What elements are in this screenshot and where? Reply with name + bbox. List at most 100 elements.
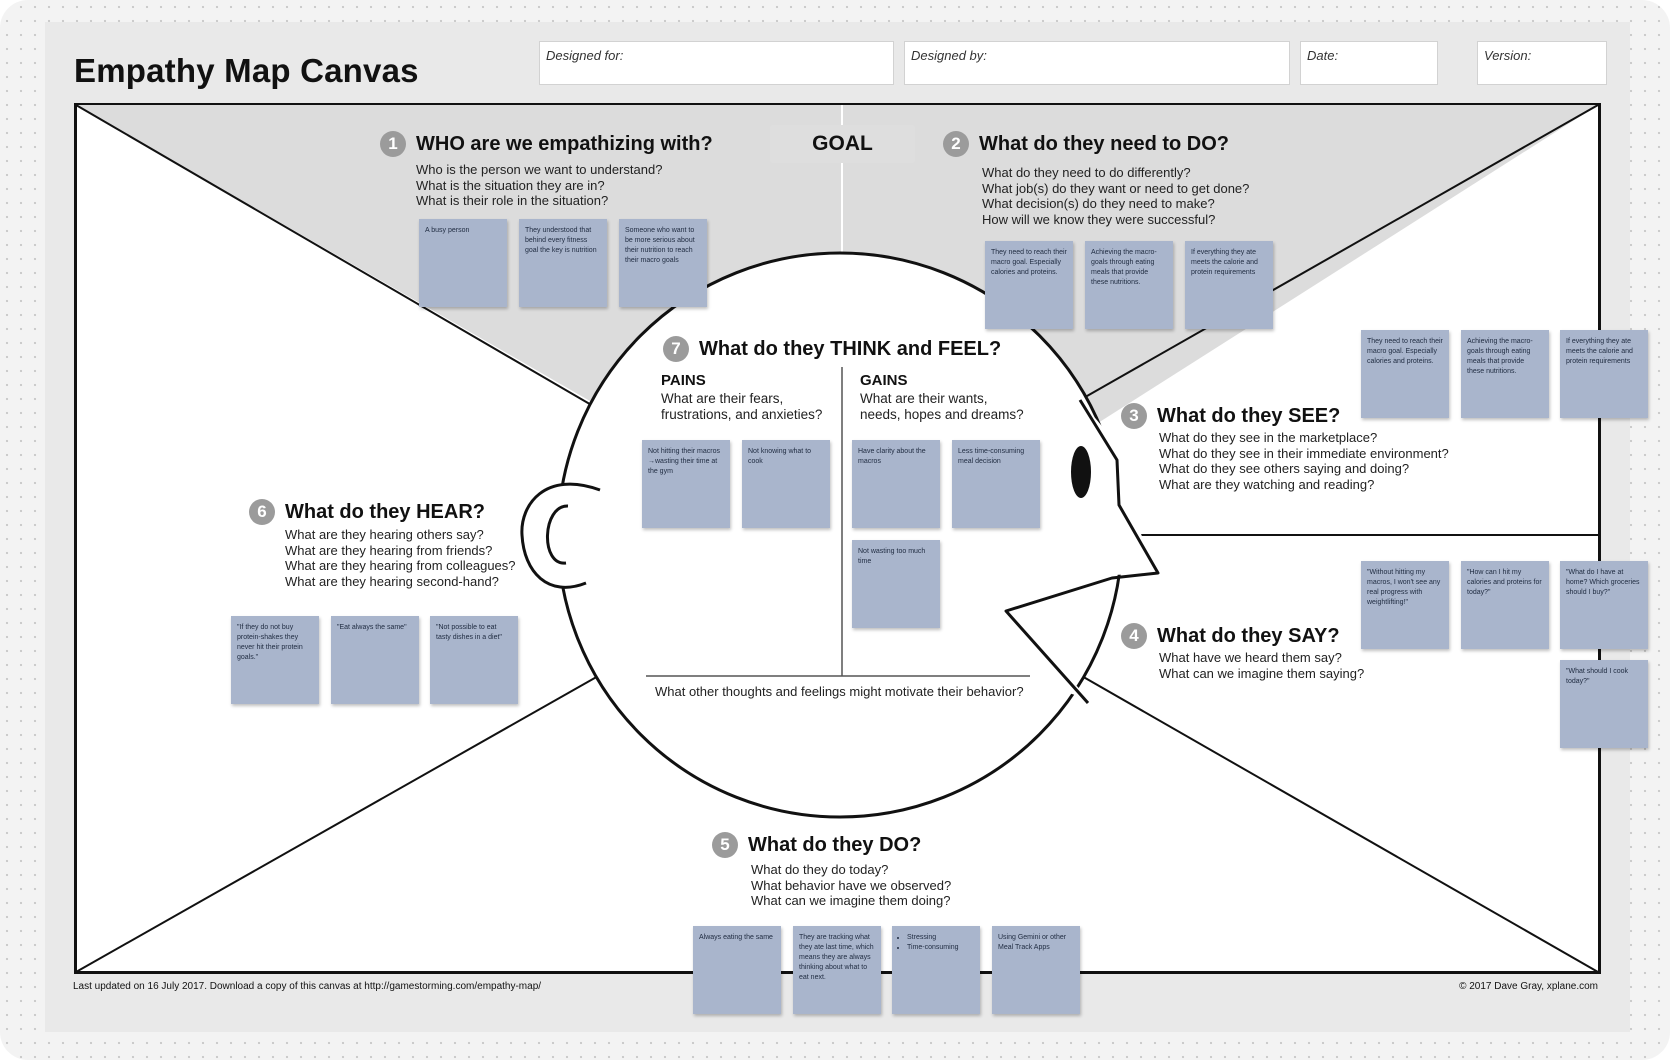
diag-bottom-right <box>1079 674 1599 973</box>
question: How will we know they were successful? <box>982 211 1216 227</box>
date-field[interactable]: Date: <box>1300 41 1438 85</box>
sticky-note[interactable]: Not knowing what to cook <box>742 440 830 528</box>
section-number-badge: 5 <box>712 832 738 858</box>
question: What decision(s) do they need to make? <box>982 196 1215 212</box>
eye <box>1071 446 1091 498</box>
section-do-need-heading: 2 What do they need to DO? <box>943 131 1229 157</box>
question: frustrations, and anxieties? <box>661 406 823 422</box>
sticky-note[interactable]: "If they do not buy protein-shakes they … <box>231 616 319 704</box>
section-number-badge: 2 <box>943 131 969 157</box>
question: What is the situation they are in? <box>416 177 605 193</box>
section-say-heading: 4 What do they SAY? <box>1121 623 1340 649</box>
gains-questions: What are their wants, needs, hopes and d… <box>860 391 1024 422</box>
question: What have we heard them say? <box>1159 650 1342 665</box>
section-hear-questions: What are they hearing others say? What a… <box>285 527 516 589</box>
section-say-title: What do they SAY? <box>1157 624 1340 647</box>
sticky-note[interactable]: Achieving the macro-goals through eating… <box>1461 330 1549 418</box>
section-do-need-questions: What do they need to do differently? Wha… <box>982 165 1249 227</box>
question: What can we imagine them doing? <box>751 893 951 909</box>
sticky-note[interactable]: "Without hitting my macros, I won't see … <box>1361 561 1449 649</box>
section-say-questions: What have we heard them say? What can we… <box>1159 650 1364 681</box>
diag-bottom-left <box>75 674 601 973</box>
question: What can we imagine them saying? <box>1159 665 1365 681</box>
section-number-badge: 7 <box>663 336 689 362</box>
question: Who is the person we want to understand? <box>416 162 663 177</box>
section-think-heading: 7 What do they THINK and FEEL? <box>663 336 1001 362</box>
sticky-note[interactable]: They need to reach their macro goal. Esp… <box>1361 330 1449 418</box>
question: What do they need to do differently? <box>982 165 1191 180</box>
face-profile <box>1004 399 1160 704</box>
question: What do they see in the marketplace? <box>1159 430 1378 445</box>
sticky-note[interactable]: A busy person <box>419 219 507 307</box>
sticky-note[interactable]: Someone who want to be more serious abou… <box>619 219 707 307</box>
designed-by-field[interactable]: Designed by: <box>904 41 1290 85</box>
designed-for-field[interactable]: Designed for: <box>539 41 894 85</box>
sticky-note[interactable]: Have clarity about the macros <box>852 440 940 528</box>
question: What do they see in their immediate envi… <box>1159 445 1449 461</box>
sticky-note[interactable]: "What should I cook today?" <box>1560 660 1648 748</box>
section-see-heading: 3 What do they SEE? <box>1121 403 1340 429</box>
sticky-note[interactable]: "How can I hit my calories and proteins … <box>1461 561 1549 649</box>
question: What are they watching and reading? <box>1159 476 1375 492</box>
ear <box>520 482 601 589</box>
goal-label: GOAL <box>770 125 915 163</box>
question: What are their fears, <box>661 391 784 406</box>
designed-by-label: Designed by: <box>911 48 987 63</box>
footer-left: Last updated on 16 July 2017. Download a… <box>73 981 542 992</box>
sticky-note[interactable]: "Not possible to eat tasty dishes in a d… <box>430 616 518 704</box>
section-think-title: What do they THINK and FEEL? <box>699 337 1002 360</box>
question: What do they do today? <box>751 862 889 877</box>
sticky-note[interactable]: They understood that behind every fitnes… <box>519 219 607 307</box>
sticky-note[interactable]: Achieving the macro-goals through eating… <box>1085 241 1173 329</box>
section-do-heading: 5 What do they DO? <box>712 832 921 858</box>
note-bullet-list: Stressing Time-consuming <box>898 933 974 953</box>
pains-questions: What are their fears, frustrations, and … <box>661 391 822 422</box>
section-see-title: What do they SEE? <box>1157 404 1341 427</box>
question: What are they hearing from friends? <box>285 542 493 558</box>
date-label: Date: <box>1307 48 1339 63</box>
question: What behavior have we observed? <box>751 877 952 893</box>
sticky-note[interactable]: Not hitting their macros →wasting their … <box>642 440 730 528</box>
section-number-badge: 4 <box>1121 623 1147 649</box>
section-who-title: WHO are we empathizing with? <box>416 132 713 155</box>
section-do-title: What do they DO? <box>748 833 922 856</box>
version-field[interactable]: Version: <box>1477 41 1607 85</box>
question: What are their wants, <box>860 391 988 406</box>
section-number-badge: 3 <box>1121 403 1147 429</box>
sticky-note[interactable]: Using Gemini or other Meal Track Apps <box>992 926 1080 1014</box>
question: What are they hearing second-hand? <box>285 573 499 589</box>
note-bullet: Time-consuming <box>907 943 974 953</box>
footer-right: © 2017 Dave Gray, xplane.com <box>1459 981 1598 992</box>
sticky-note[interactable]: Less time-consuming meal decision <box>952 440 1040 528</box>
sticky-note[interactable]: If everything they ate meets the calorie… <box>1560 330 1648 418</box>
sticky-note[interactable]: They need to reach their macro goal. Esp… <box>985 241 1073 329</box>
diag-top-left <box>75 104 601 411</box>
section-hear-heading: 6 What do they HEAR? <box>249 499 485 525</box>
section-who-heading: 1 WHO are we empathizing with? <box>380 131 713 157</box>
note-bullet: Stressing <box>907 933 974 943</box>
question: What are they hearing from colleagues? <box>285 558 516 574</box>
section-who-questions: Who is the person we want to understand?… <box>416 162 662 209</box>
sticky-note[interactable]: "What do I have at home? Which groceries… <box>1560 561 1648 649</box>
question: What are they hearing others say? <box>285 527 484 542</box>
section-number-badge: 6 <box>249 499 275 525</box>
question: needs, hopes and dreams? <box>860 406 1024 422</box>
section-hear-title: What do they HEAR? <box>285 500 485 523</box>
gains-title: GAINS <box>860 372 908 389</box>
sticky-note[interactable]: Always eating the same <box>693 926 781 1014</box>
pains-title: PAINS <box>661 372 706 389</box>
designed-for-label: Designed for: <box>546 48 624 63</box>
sticky-note[interactable]: Stressing Time-consuming <box>892 926 980 1014</box>
version-label: Version: <box>1484 48 1532 63</box>
question: What do they see others saying and doing… <box>1159 461 1410 477</box>
sticky-note[interactable]: If everything they ate meets the calorie… <box>1185 241 1273 329</box>
page-title: Empathy Map Canvas <box>74 52 419 89</box>
diag-top-right <box>1079 104 1599 401</box>
sticky-note[interactable]: They are tracking what they ate last tim… <box>793 926 881 1014</box>
sticky-note[interactable]: "Eat always the same" <box>331 616 419 704</box>
section-number-badge: 1 <box>380 131 406 157</box>
sticky-note[interactable]: Not wasting too much time <box>852 540 940 628</box>
section-do-questions: What do they do today? What behavior hav… <box>751 862 951 909</box>
